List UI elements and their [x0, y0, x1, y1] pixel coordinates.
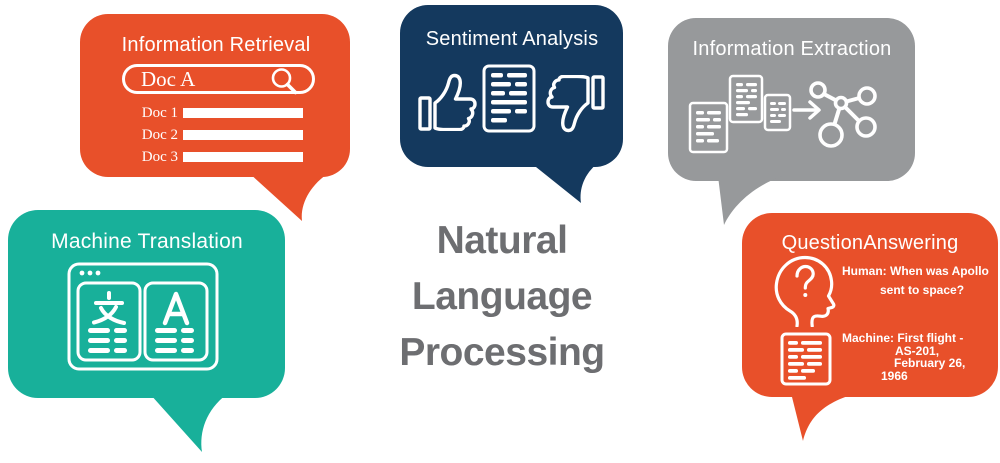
page-title: Natural Language Processing — [370, 213, 634, 381]
human-dialog: Human: When was Apollo sent to space? — [842, 262, 989, 300]
arrow-right-icon — [792, 100, 821, 120]
panel-text-lines — [88, 328, 194, 353]
result-bar — [183, 108, 303, 118]
result-row: Doc 2 — [118, 127, 303, 143]
result-bar — [183, 152, 303, 162]
latin-a-icon — [162, 291, 190, 326]
document-text-lines — [696, 83, 786, 143]
dialog-line: sent to space? — [880, 283, 965, 297]
bubble-sentiment-analysis: Sentiment Analysis — [400, 5, 624, 210]
bubble-information-extraction: Information Extraction — [668, 18, 916, 228]
bubble-title: Information Extraction — [692, 38, 892, 60]
result-row: Doc 1 — [118, 105, 303, 121]
target-panel — [143, 281, 209, 362]
document-lines-icon — [780, 332, 832, 386]
dialog-line: 1966 — [881, 368, 908, 383]
translation-window-icon — [67, 262, 219, 371]
result-row: Doc 3 — [118, 149, 303, 165]
bubble-title: QuestionAnswering — [781, 232, 959, 254]
page-title-line: Language — [411, 275, 593, 318]
bubble-machine-translation: Machine Translation — [8, 210, 286, 458]
dialog-line: February 26, — [894, 356, 966, 370]
bubble-title: Information Retrieval — [121, 34, 311, 56]
speech-bubble-shape — [400, 5, 623, 203]
page-title-line: Natural — [436, 219, 568, 262]
dialog-line: AS-201, — [895, 343, 940, 358]
extraction-diagram — [688, 74, 877, 154]
result-label: Doc 3 — [141, 149, 178, 165]
bubble-title: Sentiment Analysis — [425, 28, 599, 50]
knowledge-graph-icon — [809, 81, 877, 148]
magnifier-icon — [271, 68, 298, 95]
thumbs-down-icon — [546, 75, 605, 133]
bubble-tail — [718, 176, 782, 225]
bubble-tail — [248, 172, 330, 221]
bubble-question-answering: QuestionAnswering — [742, 213, 998, 458]
machine-dialog: Machine: First flight - AS-201, February… — [842, 332, 965, 382]
result-label: Doc 1 — [141, 105, 178, 121]
window-dots-icon — [79, 270, 101, 276]
bubble-information-retrieval: Information Retrieval Doc A Doc 1 Doc 2 … — [80, 14, 352, 226]
bubble-tail — [531, 163, 598, 203]
bubble-title: Machine Translation — [51, 230, 243, 253]
dialog-line: Human: When was Apollo — [842, 264, 989, 278]
result-bar — [183, 130, 303, 140]
page-title-line: Processing — [399, 331, 605, 374]
search-value: Doc A — [141, 67, 196, 91]
source-panel — [76, 281, 142, 362]
result-label: Doc 2 — [141, 127, 178, 143]
bubble-tail — [150, 394, 227, 452]
document-lines-icon — [482, 64, 536, 133]
dialog-line: Machine: First flight - — [842, 331, 964, 345]
thumbs-up-icon — [418, 73, 477, 131]
search-box: Doc A — [122, 64, 315, 94]
bubble-tail — [791, 393, 858, 441]
question-head-icon — [774, 255, 836, 327]
cjk-character-icon — [92, 291, 126, 325]
speech-bubble-shape — [668, 18, 915, 225]
document-stack-icon — [688, 74, 792, 154]
